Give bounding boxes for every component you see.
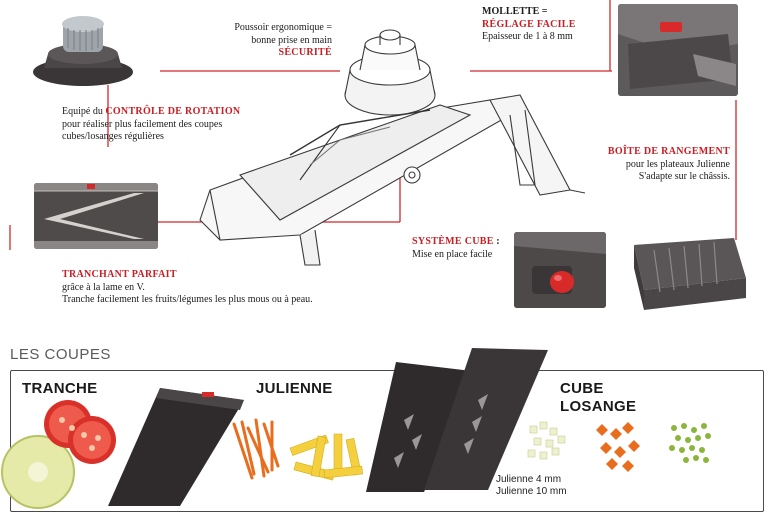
rotation-red: CONTRÔLE DE ROTATION	[105, 106, 241, 117]
poussoir-line1: Poussoir ergonomique =	[234, 22, 332, 33]
cube-title-line: SYSTÈME CUBE :	[412, 236, 522, 249]
mollette-line2: RÉGLAGE FACILE	[482, 18, 576, 30]
callout-poussoir: Poussoir ergonomique = bonne prise en ma…	[200, 22, 332, 60]
callout-tranchant: TRANCHANT PARFAIT grâce à la lame en V. …	[62, 269, 392, 307]
cut-label-julienne: JULIENNE	[256, 380, 333, 397]
cut-label-cube: CUBE	[560, 380, 604, 397]
rotation-knob-photo	[28, 10, 138, 90]
cube-system-photo	[514, 232, 606, 308]
poussoir-red: SÉCURITÉ	[278, 47, 332, 58]
tranche-illustration	[1, 388, 244, 509]
wheel-photo	[618, 4, 738, 96]
julienne-sizes: Julienne 4 mm Julienne 10 mm	[496, 474, 567, 498]
cube-title: SYSTÈME CUBE	[412, 236, 494, 247]
section-title: LES COUPES	[10, 346, 111, 363]
poussoir-line2: bonne prise en main SÉCURITÉ	[200, 35, 332, 60]
cut-label-tranche: TRANCHE	[22, 380, 98, 397]
poussoir-plain: bonne prise en main	[251, 34, 332, 46]
cut-label-losange: LOSANGE	[560, 398, 637, 415]
rotation-line2: pour réaliser plus facilement des coupes	[62, 118, 223, 130]
tranchant-title: TRANCHANT PARFAIT	[62, 269, 177, 280]
callout-rangement: BOÎTE DE RANGEMENT pour les plateaux Jul…	[600, 146, 730, 184]
callout-cube: SYSTÈME CUBE : Mise en place facile	[412, 236, 522, 261]
julienne-size-10: Julienne 10 mm	[496, 486, 567, 497]
rotation-line3: cubes/losanges régulières	[62, 131, 164, 142]
mandoline-illustration	[199, 29, 586, 266]
callout-rotation: Equipé du CONTRÔLE DE ROTATION pour réal…	[62, 106, 292, 144]
tranchant-line2: grâce à la lame en V.	[62, 281, 145, 293]
callout-mollette: MOLLETTE = RÉGLAGE FACILE Epaisseur de 1…	[482, 6, 612, 44]
rotation-prefix: Equipé du	[62, 106, 106, 117]
julienne-illustration	[232, 348, 548, 492]
section-box	[10, 370, 764, 512]
rangement-line2: pour les plateaux Julienne	[625, 158, 730, 170]
rangement-title: BOÎTE DE RANGEMENT	[607, 146, 730, 157]
rotation-line1: Equipé du CONTRÔLE DE ROTATION	[62, 106, 292, 119]
tranchant-line3: Tranche facilement les fruits/légumes le…	[62, 294, 313, 305]
mollette-line3: Epaisseur de 1 à 8 mm	[482, 31, 573, 42]
cube-suffix: :	[493, 236, 500, 247]
rangement-line3: S'adapte sur le châssis.	[638, 171, 730, 182]
v-blade-photo	[34, 183, 158, 249]
cube-losange-illustration	[527, 421, 711, 472]
mollette-line1: MOLLETTE =	[482, 6, 548, 17]
julienne-size-4: Julienne 4 mm	[496, 474, 562, 485]
storage-box-photo	[624, 230, 748, 316]
cube-line2: Mise en place facile	[412, 248, 493, 260]
